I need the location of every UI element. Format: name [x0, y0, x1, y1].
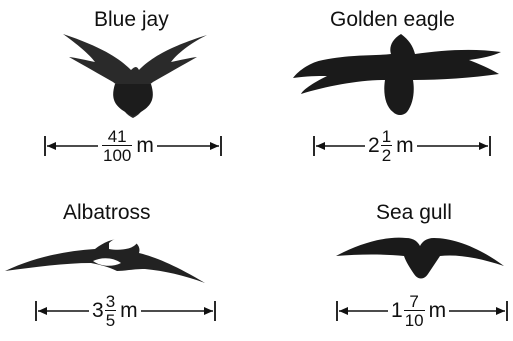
golden-eagle-length-numerator: 1 — [381, 128, 392, 145]
albatross-length-label: 3 3 5 m — [89, 291, 141, 331]
golden-eagle-length-label: 2 1 2 m — [365, 126, 417, 166]
blue-jay-title: Blue jay — [94, 8, 169, 32]
albatross-panel: Albatross 3 3 5 m — [0, 170, 256, 341]
blue-jay-length-numerator: 41 — [107, 128, 128, 145]
sea-gull-length-numerator: 7 — [408, 293, 419, 310]
albatross-length-whole: 3 — [92, 299, 104, 323]
blue-jay-panel: Blue jay 41 100 m — [0, 0, 256, 170]
albatross-title: Albatross — [63, 201, 151, 225]
albatross-silhouette — [5, 227, 210, 287]
golden-eagle-length-fraction: 1 2 — [381, 128, 392, 164]
blue-jay-silhouette — [55, 30, 215, 120]
golden-eagle-length-denominator: 2 — [381, 145, 392, 164]
blue-jay-length-fraction: 41 100 — [102, 128, 132, 164]
albatross-length-fraction: 3 5 — [105, 293, 116, 329]
blue-jay-length-unit: m — [136, 134, 154, 158]
albatross-length-numerator: 3 — [105, 293, 116, 310]
sea-gull-measure: 1 7 10 m — [336, 291, 508, 331]
sea-gull-silhouette — [336, 228, 506, 284]
golden-eagle-length-unit: m — [396, 134, 414, 158]
blue-jay-measure: 41 100 m — [44, 126, 222, 166]
albatross-length-denominator: 5 — [105, 310, 116, 329]
sea-gull-length-denominator: 10 — [404, 310, 425, 329]
golden-eagle-measure: 2 1 2 m — [313, 126, 491, 166]
blue-jay-length-label: 41 100 m — [98, 126, 157, 166]
blue-jay-length-denominator: 100 — [102, 145, 132, 164]
sea-gull-length-label: 1 7 10 m — [388, 291, 449, 331]
albatross-measure: 3 3 5 m — [35, 291, 216, 331]
albatross-length-unit: m — [120, 299, 138, 323]
sea-gull-title: Sea gull — [376, 201, 452, 225]
golden-eagle-silhouette — [293, 30, 508, 120]
golden-eagle-panel: Golden eagle 2 1 2 m — [256, 0, 513, 170]
golden-eagle-length-whole: 2 — [368, 134, 380, 158]
sea-gull-length-whole: 1 — [391, 299, 403, 323]
sea-gull-panel: Sea gull 1 7 10 m — [256, 170, 513, 341]
sea-gull-length-fraction: 7 10 — [404, 293, 425, 329]
golden-eagle-title: Golden eagle — [330, 8, 455, 32]
sea-gull-length-unit: m — [429, 299, 447, 323]
